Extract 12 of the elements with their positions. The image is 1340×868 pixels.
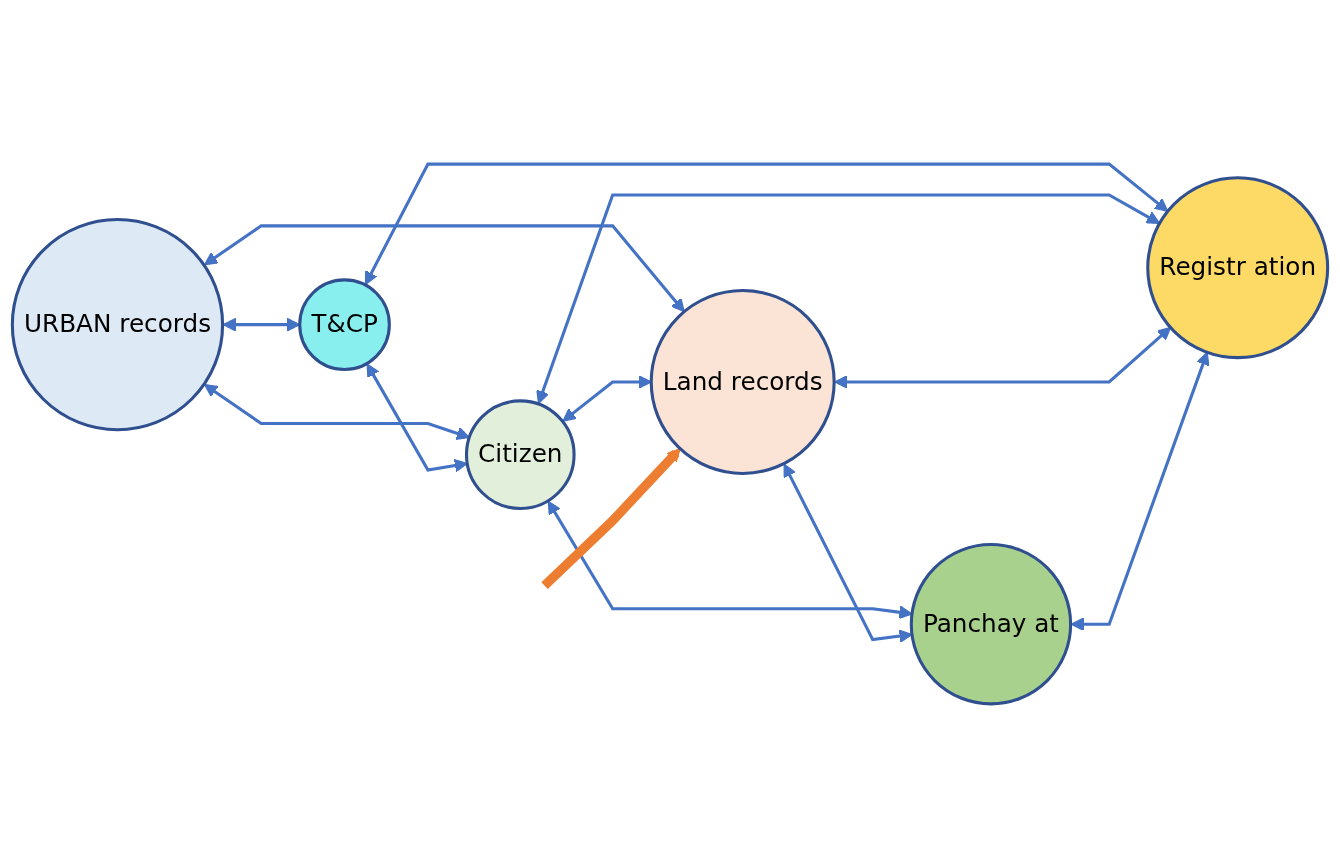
node-circle: Registr ation [1146,176,1330,360]
node-circle: T&CP [298,278,391,371]
arrow [203,383,470,440]
arrow [366,363,468,473]
arrow [536,193,1161,405]
node-circle: Panchay at [909,543,1073,706]
arrow [203,224,685,313]
node-circle: Land records [649,288,836,475]
arrow [541,448,681,589]
arrow [364,162,1169,285]
node-circle: URBAN records [10,218,225,432]
node-circle: Citizen [464,399,576,511]
